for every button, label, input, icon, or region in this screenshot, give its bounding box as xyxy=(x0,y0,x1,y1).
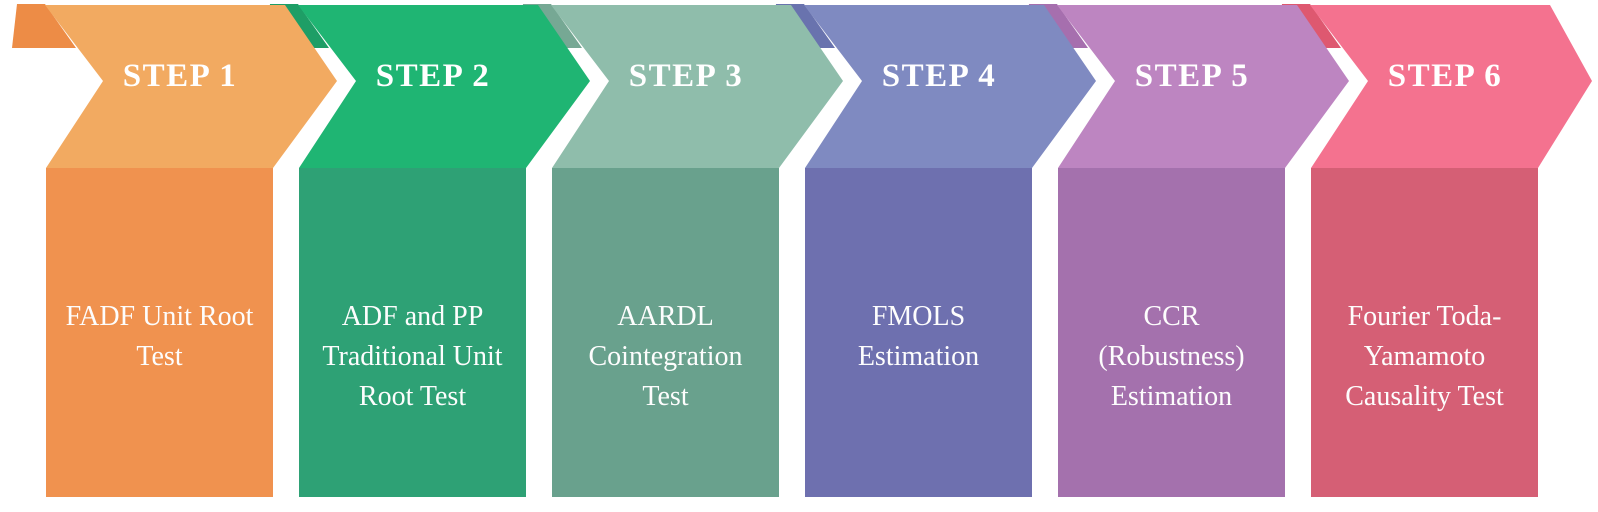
step-1-body-panel xyxy=(46,168,273,497)
step-6-description: Fourier Toda- Yamamoto Causality Test xyxy=(1311,297,1538,417)
step-2-description: ADF and PP Traditional Unit Root Test xyxy=(299,297,526,417)
step-2-body-panel xyxy=(299,168,526,497)
step-4-label: STEP 4 xyxy=(881,58,997,94)
step-3-description-line: Cointegration xyxy=(588,341,743,372)
step-5-description-line: CCR xyxy=(1143,301,1200,332)
step-4-description-line: Estimation xyxy=(857,341,980,372)
step-3-shape-group xyxy=(518,4,843,497)
step-5-shape-group xyxy=(1024,4,1349,497)
step-2-arrow-banner xyxy=(298,5,590,168)
step-6-label: STEP 6 xyxy=(1387,58,1503,94)
step-3-description-line: AARDL xyxy=(617,301,714,332)
step-2-label: STEP 2 xyxy=(375,58,491,94)
step-2-description-line: ADF and PP xyxy=(341,301,484,332)
step-5-body-panel xyxy=(1058,168,1285,497)
step-6-description-line: Yamamoto xyxy=(1363,341,1486,372)
step-5-description-line: (Robustness) xyxy=(1098,341,1245,372)
step-4-description: FMOLS Estimation xyxy=(805,297,1032,377)
step-2-description-line: Traditional Unit xyxy=(322,341,503,372)
step-5-label: STEP 5 xyxy=(1134,58,1250,94)
step-1-description-line: FADF Unit Root xyxy=(65,301,254,332)
step-3-arrow-banner xyxy=(551,5,843,168)
step-3-body-panel xyxy=(552,168,779,497)
step-3-label: STEP 3 xyxy=(628,58,744,94)
step-4-description-line: FMOLS xyxy=(871,301,966,332)
step-5-description: CCR (Robustness) Estimation xyxy=(1058,297,1285,417)
step-5-arrow-banner xyxy=(1057,5,1349,168)
step-1-shape-group xyxy=(12,4,337,497)
step-1-arrow-banner xyxy=(45,5,337,168)
step-6-shape-group xyxy=(1277,4,1592,497)
step-6-description-line: Causality Test xyxy=(1345,381,1504,412)
step-5-description-line: Estimation xyxy=(1110,381,1233,412)
step-6-arrow-banner xyxy=(1310,5,1592,168)
step-6-body-panel xyxy=(1311,168,1538,497)
step-1-description: FADF Unit Root Test xyxy=(46,297,273,377)
step-4-arrow-banner xyxy=(804,5,1096,168)
step-6-description-line: Fourier Toda- xyxy=(1347,301,1502,332)
step-3-description: AARDL Cointegration Test xyxy=(552,297,779,417)
step-3-description-line: Test xyxy=(642,381,689,412)
step-2-description-line: Root Test xyxy=(358,381,467,412)
step-1-label: STEP 1 xyxy=(122,58,238,94)
step-1-description-line: Test xyxy=(136,341,183,372)
step-4-body-panel xyxy=(805,168,1032,497)
step-1-fold-triangle xyxy=(12,4,76,48)
